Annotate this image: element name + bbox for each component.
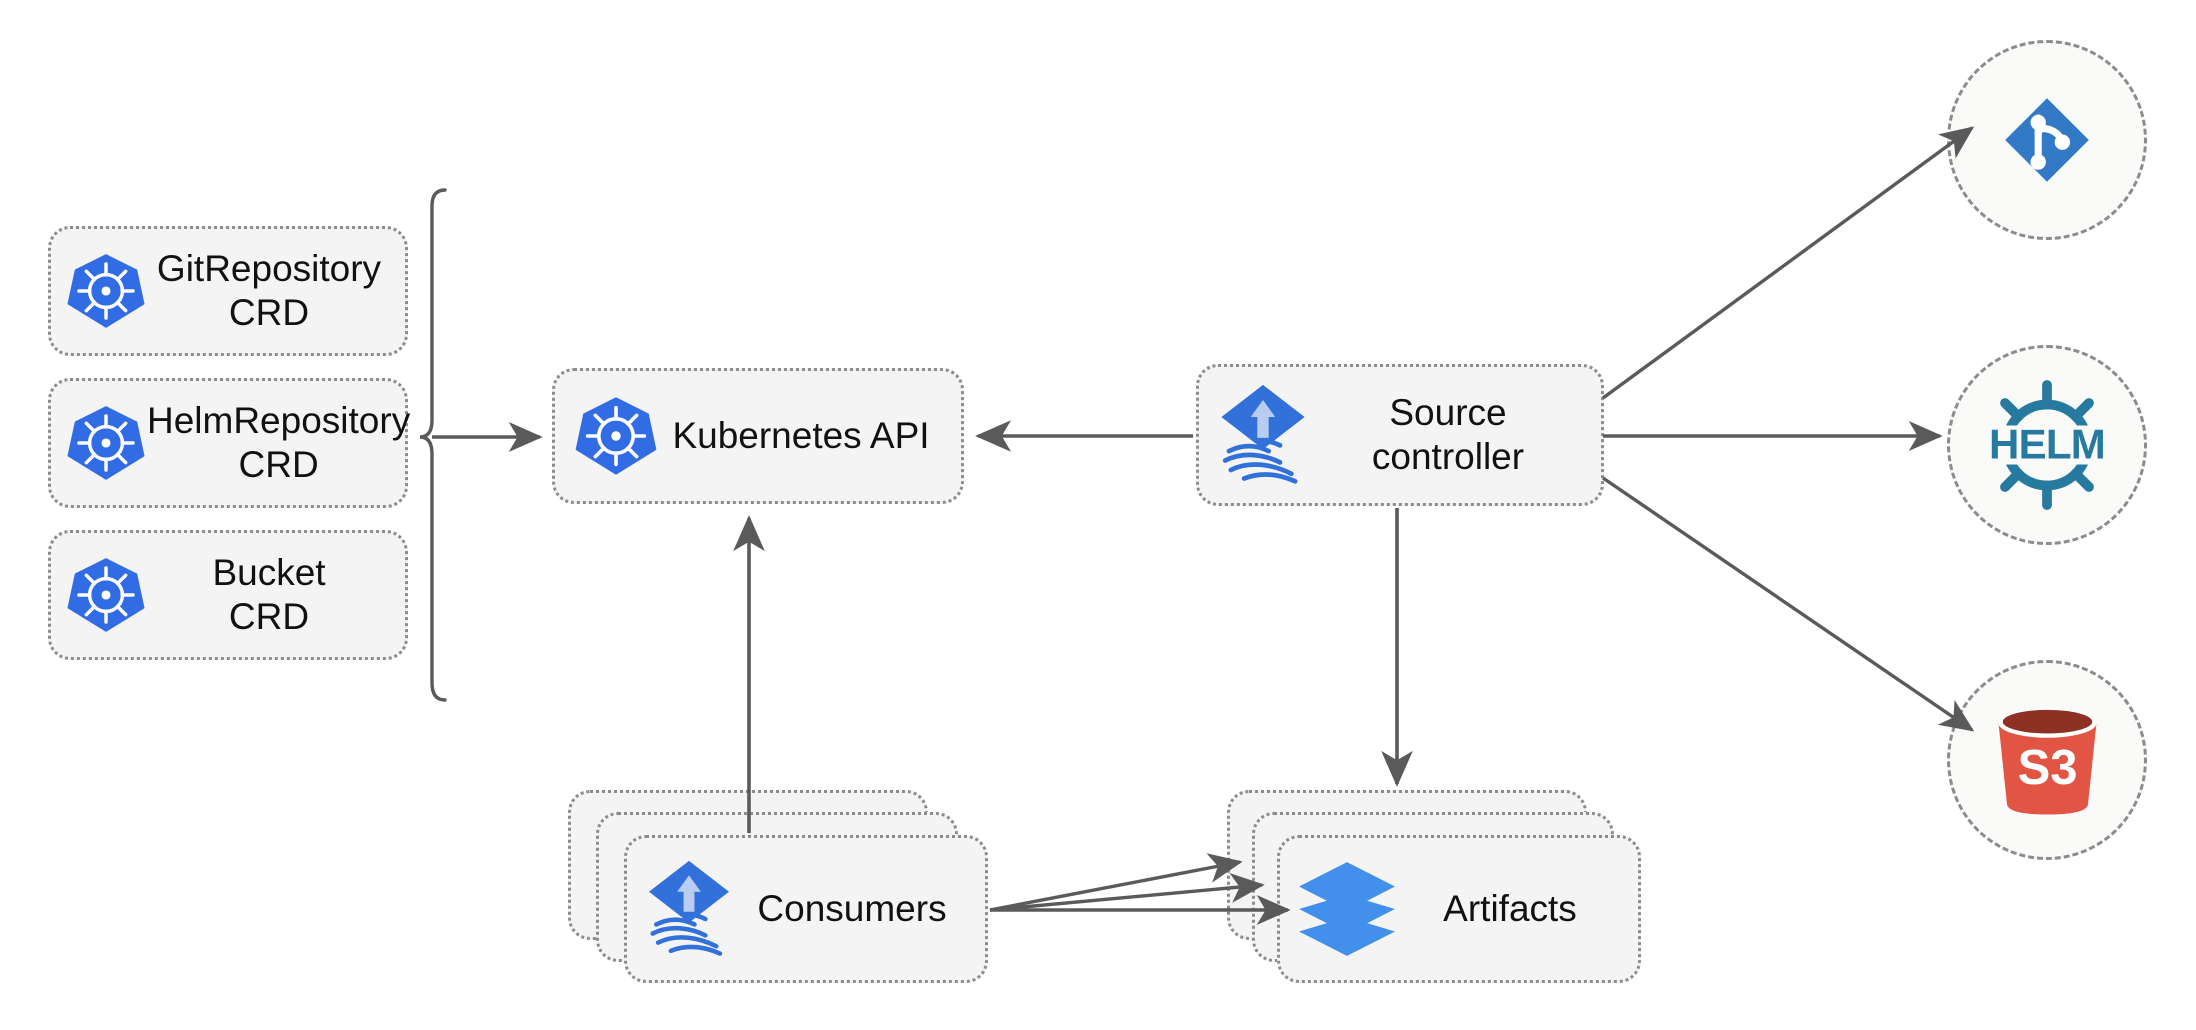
git-icon [1992,85,2102,195]
layers-icon [1296,858,1398,960]
node-kubernetes-api[interactable]: Kubernetes API [552,368,964,504]
node-artifacts[interactable]: Artifacts [1277,835,1641,983]
edge-consumers-to-artifacts-2 [989,872,1265,912]
helm-label: HELM [1989,421,2105,468]
kubernetes-icon [573,393,659,479]
edge-consumers-to-artifacts-1 [989,853,1243,912]
crd-group-brace [419,188,543,702]
helm-icon: HELM [1972,370,2122,520]
external-s3-circle[interactable]: S3 [1947,660,2147,860]
crd-label: Bucket CRD [212,552,326,637]
external-git-circle[interactable] [1947,40,2147,240]
flux-icon [643,859,735,959]
edge-source-controller-to-s3 [1602,476,1975,732]
node-label-consumers: Consumers [757,888,947,930]
node-label-artifacts: Artifacts [1443,888,1577,930]
external-helm-circle[interactable]: HELM [1947,345,2147,545]
crd-label: GitRepository CRD [156,248,382,333]
crd-box-gitrepository[interactable]: GitRepository CRD [48,226,408,356]
node-label-kubernetes-api: Kubernetes API [672,415,930,457]
crd-label: HelmRepository CRD [147,400,411,485]
crd-box-helmrepository[interactable]: HelmRepository CRD [48,378,411,508]
crd-box-bucket[interactable]: Bucket CRD [48,530,408,660]
s3-label: S3 [2017,741,2077,795]
s3-bucket-icon: S3 [1980,693,2115,828]
flux-icon [1215,383,1311,487]
node-label-source-controller: Source controller [1371,392,1525,477]
kubernetes-icon [65,250,147,332]
edge-source-controller-to-git [1601,126,1975,400]
node-source-controller[interactable]: Source controller [1196,364,1604,506]
kubernetes-icon [65,402,147,484]
kubernetes-icon [65,554,147,636]
node-consumers[interactable]: Consumers [624,835,988,983]
